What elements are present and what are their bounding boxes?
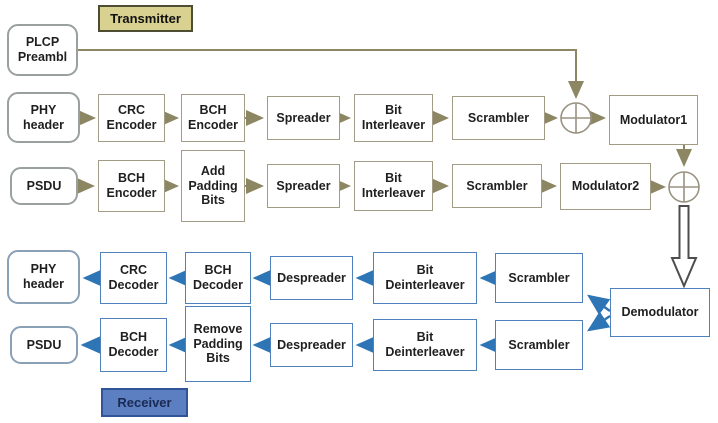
rx-connectors [80,268,611,355]
block-scrambler-rx-1: Scrambler [495,253,583,303]
xor-adder-2-icon [668,171,700,203]
block-remove-padding-bits: Remove Padding Bits [185,306,251,382]
block-scrambler-tx-2: Scrambler [452,164,542,208]
block-bit-deinterleaver-1: Bit Deinterleaver [373,252,477,304]
block-bit-interleaver-2: Bit Interleaver [354,161,433,211]
block-plcp-preamble: PLCP Preambl [7,24,78,76]
block-psdu-tx: PSDU [10,167,78,205]
block-phy-header-tx: PHY header [7,92,80,143]
block-despreader-1: Despreader [270,256,353,300]
block-bch-decoder-2: BCH Decoder [100,318,167,372]
block-bch-encoder-1: BCH Encoder [181,94,245,142]
block-modulator-2: Modulator2 [560,163,651,210]
block-add-padding-bits: Add Padding Bits [181,150,245,222]
receiver-label: Receiver [101,388,188,417]
block-scrambler-rx-2: Scrambler [495,320,583,370]
block-bch-decoder-1: BCH Decoder [185,252,251,304]
xor-adder-1-icon [560,102,592,134]
block-spreader-2: Spreader [267,164,340,208]
block-crc-encoder: CRC Encoder [98,94,165,142]
block-despreader-2: Despreader [270,323,353,367]
block-bit-deinterleaver-2: Bit Deinterleaver [373,319,477,371]
transmitter-label: Transmitter [98,5,193,32]
block-bch-encoder-2: BCH Encoder [98,160,165,212]
block-crc-decoder: CRC Decoder [100,252,167,304]
block-demodulator: Demodulator [610,288,710,337]
block-phy-header-rx: PHY header [7,250,80,304]
block-psdu-rx: PSDU [10,326,78,364]
block-arrow-down-icon [670,205,698,289]
block-spreader-1: Spreader [267,96,340,140]
block-modulator-1: Modulator1 [609,95,698,145]
tx-connectors [77,49,692,195]
block-scrambler-tx-1: Scrambler [452,96,545,140]
block-bit-interleaver-1: Bit Interleaver [354,94,433,142]
